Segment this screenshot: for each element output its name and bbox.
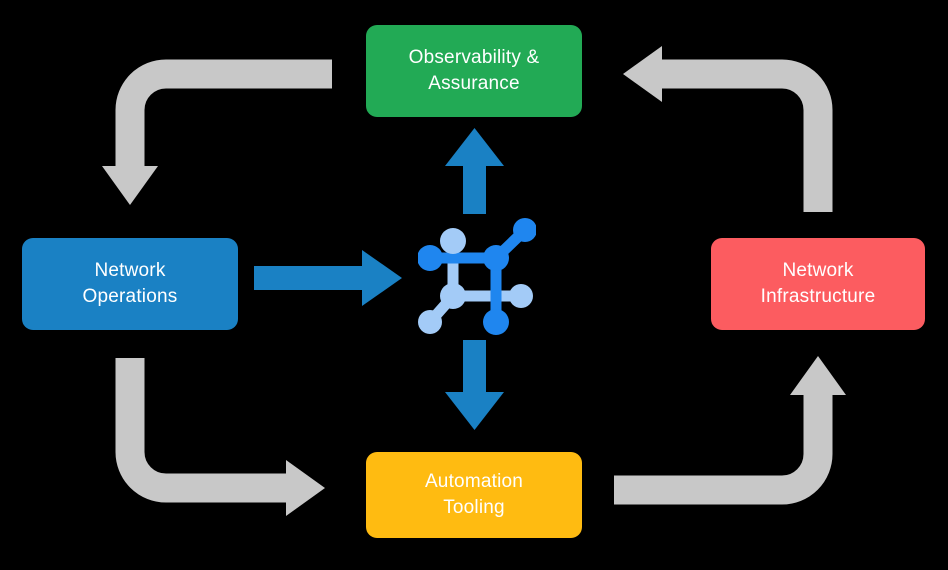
node-observability-assurance[interactable]: Observability & Assurance (366, 25, 582, 117)
node-label-network-infrastructure: Network Infrastructure (760, 260, 876, 307)
node-label-automation-tooling: Automation Tooling (424, 471, 524, 518)
node-network-infrastructure[interactable]: Network Infrastructure (711, 238, 925, 330)
connector-center-to-automation (445, 340, 504, 430)
connector-center-to-observability (445, 128, 504, 214)
node-automation-tooling[interactable]: Automation Tooling (366, 452, 582, 538)
node-label-observability: Observability & Assurance (408, 47, 540, 94)
node-network-operations[interactable]: Network Operations (22, 238, 238, 330)
network-topology-icon (418, 218, 536, 335)
network-icon-light-nodes (418, 228, 533, 334)
connector-infrastructure-to-observability (623, 46, 833, 212)
node-label-network-operations: Network Operations (82, 260, 178, 307)
connector-operations-to-center (254, 250, 402, 306)
connector-operations-to-automation (115, 358, 325, 516)
network-icon-dark-nodes (418, 218, 536, 335)
connector-observability-to-operations (102, 59, 332, 205)
connector-automation-to-infrastructure (614, 356, 846, 505)
